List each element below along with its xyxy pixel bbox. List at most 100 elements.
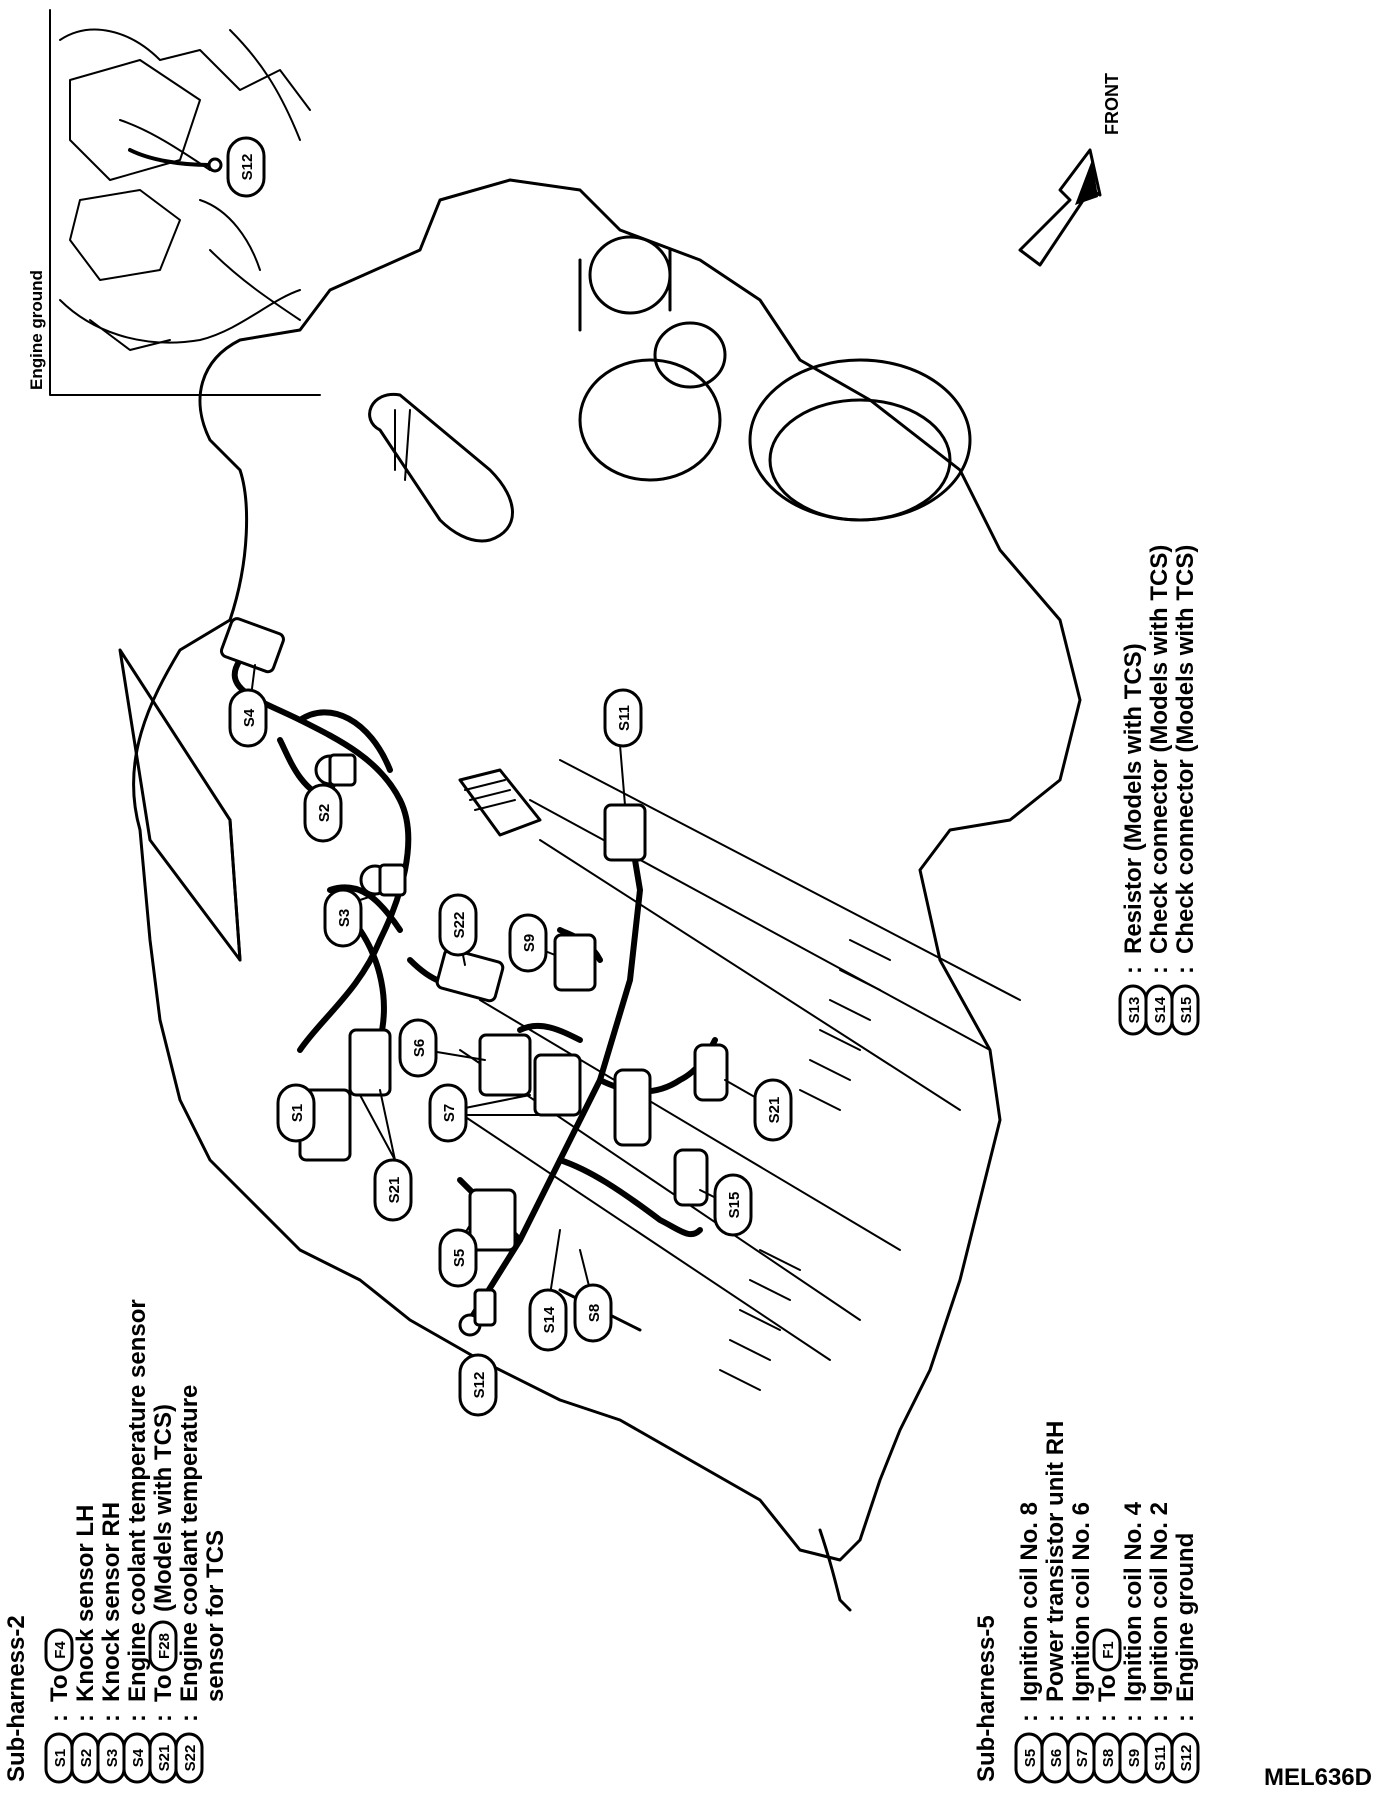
svg-text:F28: F28 — [156, 1633, 173, 1659]
callout-s6: S6 — [398, 1018, 438, 1078]
svg-text:S2: S2 — [78, 1749, 95, 1767]
svg-text:sensor for TCS: sensor for TCS — [202, 1530, 229, 1702]
check-connector-s15 — [693, 1043, 729, 1102]
legend-row: S7 : Ignition coil No. 6 — [1066, 1502, 1096, 1784]
svg-text:To: To — [1094, 1674, 1121, 1702]
svg-text:(Models with TCS): (Models with TCS) — [150, 1404, 177, 1612]
svg-text:S6: S6 — [1048, 1749, 1065, 1767]
svg-text:S14: S14 — [1152, 996, 1169, 1023]
legend-subharness-5: Sub-harness-5 S5 : Ignition coil No. 8 S… — [973, 545, 1200, 1784]
svg-text:Check connector (Models with T: Check connector (Models with TCS) — [1172, 545, 1199, 954]
document-id: MEL636D — [1264, 1764, 1372, 1791]
svg-text::: : — [1172, 1714, 1199, 1722]
connector-s5 — [468, 1188, 517, 1252]
svg-text:S12: S12 — [1178, 1745, 1195, 1772]
callout-s13: S14 — [528, 1288, 568, 1352]
legend-subharness-2: Sub-harness-2 S1 : To F4 S2 : Knock sens… — [3, 1299, 229, 1784]
legend-row: S3 : Knock sensor RH — [96, 1502, 126, 1784]
svg-text:S22: S22 — [182, 1745, 199, 1772]
legend-row: S11 : Ignition coil No. 2 — [1144, 1502, 1174, 1784]
callout-s1: S1 — [276, 1083, 316, 1143]
svg-text:To: To — [150, 1674, 177, 1702]
callout-s2: S2 — [303, 783, 343, 843]
callout-s14: S15 — [713, 1173, 753, 1237]
svg-text::: : — [150, 1714, 177, 1722]
legend-row: S2 : Knock sensor LH — [70, 1505, 100, 1784]
inset-engine-ground: S12 Engine ground — [27, 9, 321, 396]
svg-text:S21: S21 — [766, 1097, 783, 1124]
svg-text:S1: S1 — [52, 1749, 69, 1767]
svg-text::: : — [124, 1714, 151, 1722]
connector-s21 — [348, 1028, 392, 1097]
legend-row: S1 : To F4 — [44, 1628, 74, 1784]
svg-text:S7: S7 — [1074, 1749, 1091, 1767]
check-connector-s14 — [673, 1148, 709, 1207]
front-arrow: FRONT — [1018, 73, 1122, 267]
svg-text:Knock sensor RH: Knock sensor RH — [98, 1502, 125, 1702]
svg-text::: : — [1146, 966, 1173, 974]
callout-s12: S12 — [458, 1353, 498, 1417]
svg-text:Check connector (Models with T: Check connector (Models with TCS) — [1146, 545, 1173, 954]
svg-text:S9: S9 — [521, 934, 538, 952]
svg-text:S14: S14 — [541, 1306, 558, 1333]
callout-s11: S11 — [603, 688, 643, 748]
svg-text::: : — [1120, 966, 1147, 974]
svg-text::: : — [98, 1714, 125, 1722]
callout-s3: S3 — [323, 888, 363, 948]
svg-text::: : — [72, 1714, 99, 1722]
svg-text:S15: S15 — [1178, 997, 1195, 1024]
legend-row: S21 : To F28 (Models with TCS) — [148, 1404, 178, 1784]
svg-text::: : — [1016, 1714, 1043, 1722]
legend-row: S4 : Engine coolant temperature sensor — [122, 1299, 152, 1784]
svg-text::: : — [1146, 1714, 1173, 1722]
legend-row: S15 : Check connector (Models with TCS) — [1170, 545, 1200, 1036]
svg-text:S21: S21 — [156, 1745, 173, 1772]
svg-text::: : — [46, 1714, 73, 1722]
svg-text::: : — [1094, 1714, 1121, 1722]
svg-text:S5: S5 — [1022, 1749, 1039, 1767]
svg-text::: : — [1120, 1714, 1147, 1722]
svg-text:Ignition coil No. 4: Ignition coil No. 4 — [1120, 1501, 1147, 1702]
connector-s11 — [603, 803, 647, 862]
svg-text:Power transistor unit RH: Power transistor unit RH — [1042, 1421, 1069, 1702]
svg-text:S12: S12 — [471, 1372, 488, 1399]
legend-title: Sub-harness-2 — [3, 1615, 30, 1782]
callout-s7: S7 — [428, 1083, 468, 1143]
svg-text:Engine ground: Engine ground — [1172, 1533, 1199, 1702]
svg-text:S11: S11 — [1152, 1745, 1169, 1771]
svg-text:S7: S7 — [441, 1104, 458, 1122]
svg-text:S15: S15 — [726, 1192, 743, 1219]
legend-row: S14 : Check connector (Models with TCS) — [1144, 545, 1174, 1036]
svg-text:S3: S3 — [336, 909, 353, 927]
svg-text:S8: S8 — [1100, 1749, 1117, 1767]
legend-row: S8 : To F1 — [1092, 1628, 1122, 1784]
legend-row: S9 : Ignition coil No. 4 — [1118, 1501, 1148, 1784]
svg-text:S6: S6 — [411, 1039, 428, 1057]
callout-s4: S4 — [228, 688, 268, 748]
inset-title: Engine ground — [27, 270, 46, 390]
svg-text::: : — [176, 1714, 203, 1722]
connector-s6 — [478, 1033, 532, 1097]
svg-text:F4: F4 — [52, 1641, 69, 1659]
legend-row: S22 : Engine coolant temperature sensor … — [174, 1385, 229, 1784]
svg-text::: : — [1042, 1714, 1069, 1722]
callout-s8: S8 — [573, 1283, 613, 1343]
svg-text:Ignition coil No. 6: Ignition coil No. 6 — [1068, 1502, 1095, 1702]
callouts: S4 S2 S3 S22 S9 S11 S6 S7 — [228, 688, 793, 1417]
harness-wiring — [231, 657, 718, 1323]
svg-text:S21: S21 — [386, 1177, 403, 1204]
front-label: FRONT — [1102, 73, 1122, 135]
svg-text:S3: S3 — [104, 1749, 121, 1767]
svg-text:S9: S9 — [1126, 1749, 1143, 1767]
connector-s4 — [219, 617, 285, 674]
svg-text:Engine coolant temperature sen: Engine coolant temperature sensor — [124, 1299, 151, 1702]
svg-text:S13: S13 — [1126, 997, 1143, 1024]
svg-text:Ignition coil No. 2: Ignition coil No. 2 — [1146, 1502, 1173, 1702]
callout-s15: S21 — [753, 1078, 793, 1142]
svg-text:S4: S4 — [130, 1748, 147, 1767]
callout-s22: S22 — [438, 893, 478, 957]
svg-text:S8: S8 — [586, 1304, 603, 1322]
svg-text:S11: S11 — [616, 705, 633, 731]
resistor-s13 — [613, 1068, 652, 1147]
